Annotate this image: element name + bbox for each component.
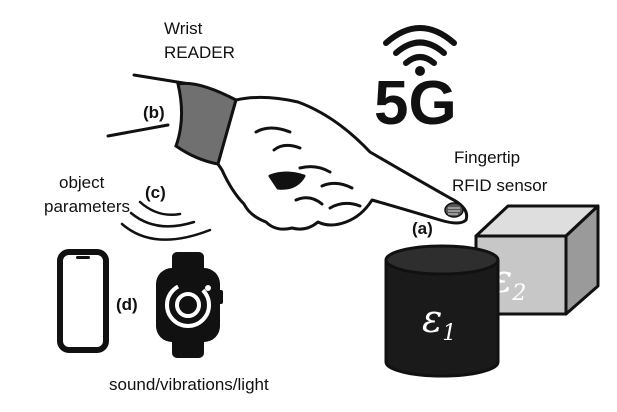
tag-b: (b) xyxy=(143,103,165,122)
cube-object xyxy=(474,204,600,316)
eps1-symbol: ε1 xyxy=(422,297,456,346)
fingertip-label-line1: Fingertip xyxy=(454,148,520,167)
object-label-line2: parameters xyxy=(44,197,130,216)
wifi-icon xyxy=(383,25,457,76)
hand-icon xyxy=(216,95,469,231)
wrist-label-line2: READER xyxy=(164,43,235,62)
object-label-line1: object xyxy=(59,173,105,192)
network-5g-label: 5G xyxy=(374,69,457,138)
wrist-label-line1: Wrist xyxy=(164,19,203,38)
output-label: sound/vibrations/light xyxy=(109,375,269,394)
fingertip-label-line2: RFID sensor xyxy=(452,176,548,195)
tag-d: (d) xyxy=(116,295,138,314)
tag-a: (a) xyxy=(412,219,433,238)
tag-c: (c) xyxy=(145,183,166,202)
smartwatch-icon xyxy=(156,252,223,358)
signal-waves-icon xyxy=(120,200,212,241)
smartphone-icon xyxy=(57,249,109,353)
wristband-icon xyxy=(174,81,238,166)
cylinder-object xyxy=(384,244,500,378)
rfid-tag-icon xyxy=(444,202,464,218)
